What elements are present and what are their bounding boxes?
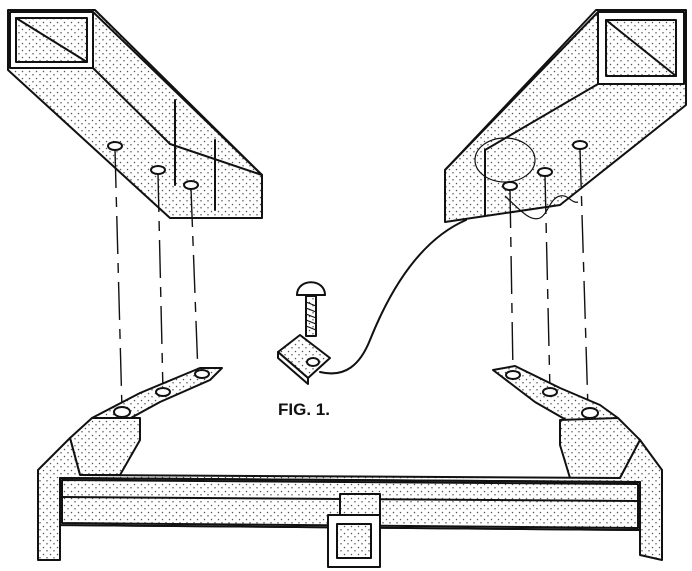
- left-alignment-lines: [114, 149, 199, 411]
- receiver-tube: [327, 493, 381, 568]
- right-mounting-bracket: [492, 365, 641, 479]
- right-frame-rail: [444, 9, 687, 223]
- left-mounting-bracket: [69, 367, 223, 476]
- bolt-and-clamp: [277, 281, 331, 385]
- wiring-harness: [319, 195, 579, 375]
- left-frame-rail: [7, 9, 263, 219]
- figure-label: FIG. 1.: [278, 400, 330, 419]
